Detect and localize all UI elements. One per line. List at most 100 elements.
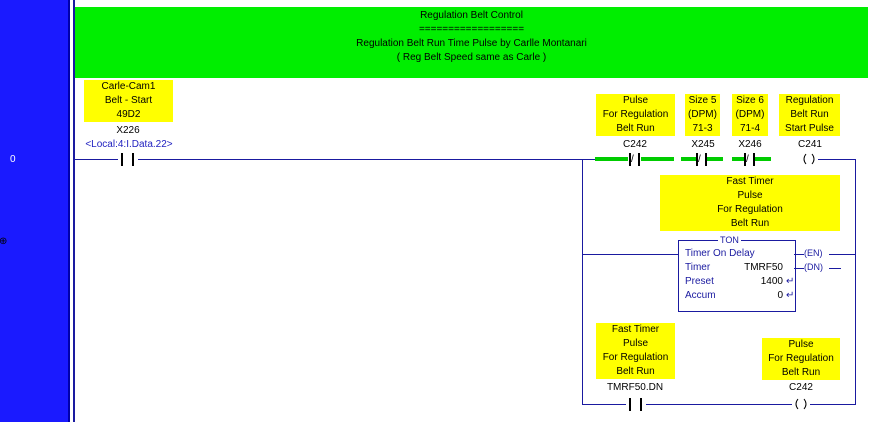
preset-arrow-icon: ↵ (786, 276, 795, 287)
c242-contact-left-bar (629, 153, 631, 166)
comment-line-3: ( Reg Belt Speed same as Carle ) (396, 52, 547, 63)
ton-title-text: TON (720, 235, 739, 245)
tmrf50-dn-desc-line-2: Pulse (622, 338, 648, 349)
tmrf50-dn-desc-line-4: Belt Run (616, 366, 655, 377)
tmrf50-dn-contact[interactable] (626, 397, 646, 412)
rung-number-bar[interactable] (0, 0, 68, 422)
tmrf50-dn-address[interactable]: TMRF50.DN (606, 382, 664, 393)
ton-name: Timer On Delay (685, 248, 755, 259)
x246-xio-contact[interactable]: / (741, 152, 759, 167)
x245-desc-line-3: 71-3 (692, 123, 713, 134)
en-open-paren: ( (804, 248, 807, 258)
c242-coil-desc-line-1: Pulse (788, 339, 814, 350)
x246-desc-line-2: (DPM) (735, 109, 765, 120)
tmrf50-dn-contact-left-bar (629, 398, 631, 411)
rung-number: 0 (10, 154, 16, 165)
ton-description: Fast Timer Pulse For Regulation Belt Run (660, 175, 840, 231)
c242-contact-description: Pulse For Regulation Belt Run (596, 94, 675, 136)
x226-contact[interactable] (118, 152, 138, 167)
branch-start-wire (580, 159, 595, 160)
drag-handle-icon[interactable]: ⊕ (0, 236, 8, 247)
x226-contact-left-bar (121, 153, 123, 166)
comment-line-2: Regulation Belt Run Time Pulse by Carlle… (356, 38, 587, 49)
ton-accum-value[interactable]: 0 (777, 290, 783, 301)
c242-coil-desc-line-3: Belt Run (781, 367, 821, 378)
dn-label: DN (807, 262, 820, 272)
c242-coil-icon[interactable] (792, 397, 810, 411)
tmrf50-dn-desc-line-3: For Regulation (602, 352, 669, 363)
ton-accum-label: Accum (685, 290, 716, 301)
dn-output-wire-right (829, 268, 841, 269)
x226-alias: <Local:4:I.Data.22> (85, 139, 173, 150)
x246-desc-line-3: 71-4 (739, 123, 760, 134)
en-output-wire-right (829, 254, 855, 255)
c242-contact-slash: / (631, 154, 634, 165)
energized-segment (707, 157, 723, 161)
tmrf50-dn-description: Fast Timer Pulse For Regulation Belt Run (596, 323, 675, 379)
c242-xio-contact[interactable]: / (626, 152, 644, 167)
dn-output-wire (794, 268, 804, 269)
ton-desc-line-4: Belt Run (730, 218, 770, 229)
ton-timer-label: Timer (685, 262, 711, 273)
energized-segment (641, 157, 674, 161)
x226-desc-line-2: Belt - Start (104, 95, 153, 106)
branch-left-rail (582, 159, 583, 405)
c242-coil-address[interactable]: C242 (789, 382, 813, 393)
x246-address[interactable]: X246 (738, 139, 762, 150)
c241-description: Regulation Belt Run Start Pulse (779, 94, 840, 136)
c242-contact-desc-line-1: Pulse (622, 95, 648, 106)
c241-address[interactable]: C241 (798, 139, 822, 150)
x226-address[interactable]: X226 (116, 125, 140, 136)
dn-close-paren: ) (820, 262, 823, 272)
main-rung-wire (75, 159, 580, 160)
ton-desc-line-1: Fast Timer (726, 176, 774, 187)
x245-desc-line-1: Size 5 (688, 95, 717, 106)
right-rung-wire (816, 159, 856, 160)
ton-preset-label: Preset (685, 276, 714, 287)
x245-desc-line-2: (DPM) (688, 109, 717, 120)
dn-open-paren: ( (804, 262, 807, 272)
accum-arrow-icon: ↵ (786, 290, 795, 301)
ton-input-wire (582, 254, 678, 255)
x226-contact-right-bar (132, 153, 134, 166)
x245-contact-slash: / (698, 154, 701, 165)
x245-contact-left-bar (696, 153, 698, 166)
x245-description: Size 5 (DPM) 71-3 (685, 94, 720, 136)
tmrf50-dn-desc-line-1: Fast Timer (611, 324, 660, 335)
c241-desc-line-2: Belt Run (790, 109, 829, 120)
ton-preset-value[interactable]: 1400 (760, 276, 783, 287)
x226-desc-line-1: Carle-Cam1 (101, 81, 156, 92)
ton-timer-value[interactable]: TMRF50 (744, 262, 783, 273)
ton-desc-line-2: Pulse (737, 190, 763, 201)
en-label: EN (807, 248, 820, 258)
x246-contact-left-bar (744, 153, 746, 166)
c242-contact-address[interactable]: C242 (623, 139, 647, 150)
en-output-wire (794, 254, 804, 255)
x246-contact-right-bar (753, 153, 755, 166)
x245-contact-right-bar (705, 153, 707, 166)
c241-coil-icon[interactable] (800, 152, 818, 166)
en-close-paren: ) (819, 248, 823, 258)
energized-line (595, 157, 815, 161)
rail-gap (70, 0, 73, 422)
x245-xio-contact[interactable]: / (693, 152, 711, 167)
ton-desc-line-3: For Regulation (717, 204, 783, 215)
rung-comment[interactable]: Regulation Belt Control ================… (75, 7, 868, 78)
ton-dn-output: (DN) (804, 262, 823, 272)
left-power-rail (73, 0, 75, 422)
x246-contact-slash: / (746, 154, 749, 165)
c242-coil-desc-line-2: For Regulation (768, 353, 834, 364)
ton-instruction[interactable] (678, 240, 796, 312)
c242-contact-right-bar (638, 153, 640, 166)
energized-segment (732, 157, 744, 161)
ton-title: TON (718, 235, 741, 245)
c242-contact-desc-line-2: For Regulation (602, 109, 669, 120)
x245-address[interactable]: X245 (691, 139, 715, 150)
rung-bar-edge (68, 0, 70, 422)
energized-segment (595, 157, 628, 161)
c241-desc-line-3: Start Pulse (785, 123, 834, 134)
tmrf50-dn-contact-right-bar (640, 398, 642, 411)
energized-segment (755, 157, 771, 161)
x246-description: Size 6 (DPM) 71-4 (732, 94, 768, 136)
comment-title: Regulation Belt Control (420, 10, 523, 21)
